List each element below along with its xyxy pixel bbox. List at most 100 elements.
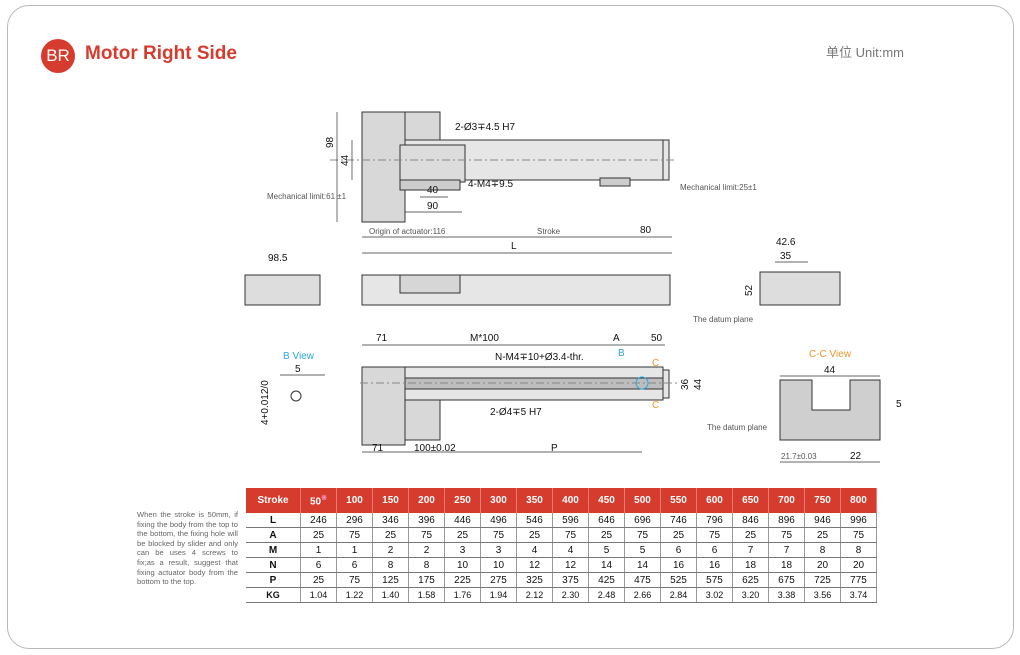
table-cell: 325 — [516, 572, 553, 588]
table-cell: 425 — [588, 572, 625, 588]
table-cell: 20 — [840, 557, 877, 573]
b-view-detail — [280, 374, 325, 402]
row-label: KG — [246, 587, 301, 603]
table-cell: 1.22 — [336, 587, 373, 603]
header-stroke-400: 400 — [552, 488, 589, 513]
header-stroke-350: 350 — [516, 488, 553, 513]
section-marker-c-top: C — [652, 358, 659, 369]
table-cell: 775 — [840, 572, 877, 588]
table-cell: 25 — [300, 572, 337, 588]
stroke-label: Stroke — [537, 227, 561, 236]
table-cell: 25 — [372, 527, 409, 543]
stroke-value: 400 — [562, 495, 579, 506]
dim-98: 98 — [325, 136, 336, 148]
table-cell: 3.38 — [768, 587, 805, 603]
table-cell: 1.58 — [408, 587, 445, 603]
table-cell: 10 — [444, 557, 481, 573]
table-cell: 746 — [660, 513, 697, 528]
stroke-value: 750 — [814, 495, 831, 506]
table-cell: 75 — [840, 527, 877, 543]
table-cell: 246 — [300, 513, 337, 528]
top-view — [330, 111, 675, 254]
page-card — [7, 5, 1014, 649]
table-cell: 2.48 — [588, 587, 625, 603]
header-stroke-450: 450 — [588, 488, 625, 513]
stroke-value: 700 — [778, 495, 795, 506]
table-cell: 225 — [444, 572, 481, 588]
table-cell: 25 — [444, 527, 481, 543]
table-cell: 475 — [624, 572, 661, 588]
stroke-value: 150 — [382, 495, 399, 506]
stroke-value: 50 — [310, 496, 322, 508]
table-cell: 1.94 — [480, 587, 517, 603]
table-cell: 2.30 — [552, 587, 589, 603]
table-cell: 10 — [480, 557, 517, 573]
pin-spec: 2-Ø4∓5 H7 — [490, 407, 542, 418]
row-label: P — [246, 572, 301, 588]
dim-42-6: 42.6 — [776, 237, 796, 248]
thread-spec-bottom: N-M4∓10+Ø3.4-thr. — [495, 352, 584, 363]
table-cell: 175 — [408, 572, 445, 588]
table-cell: 75 — [336, 572, 373, 588]
dim-m100: M*100 — [470, 333, 499, 344]
section-marker-c-bottom: C — [652, 400, 659, 411]
dim-L: L — [511, 241, 517, 252]
table-cell: 796 — [696, 513, 733, 528]
dim-52: 52 — [744, 284, 755, 296]
header-stroke-800: 800 — [840, 488, 877, 513]
table-cell: 16 — [696, 557, 733, 573]
table-cell: 4 — [516, 542, 553, 558]
table-cell: 6 — [660, 542, 697, 558]
table-cell: 446 — [444, 513, 481, 528]
table-cell: 8 — [372, 557, 409, 573]
mech-limit-left: Mechanical limit:61 ±1 — [267, 192, 347, 201]
table-cell: 75 — [768, 527, 805, 543]
dim-98-5: 98.5 — [268, 253, 288, 264]
stroke-value: 300 — [490, 495, 507, 506]
table-cell: 14 — [624, 557, 661, 573]
b-view-tolerance: 4+0.012/0 — [260, 380, 271, 425]
cc-dim-21-7: 21.7±0.03 — [781, 452, 817, 461]
table-cell: 8 — [408, 557, 445, 573]
dim-50: 50 — [651, 333, 663, 344]
table-cell: 646 — [588, 513, 625, 528]
page-title: Motor Right Side — [85, 43, 237, 64]
header-stroke: Stroke — [246, 488, 301, 513]
table-cell: 846 — [732, 513, 769, 528]
table-cell: 16 — [660, 557, 697, 573]
table-cell: 25 — [660, 527, 697, 543]
table-cell: 496 — [480, 513, 517, 528]
table-cell: 8 — [840, 542, 877, 558]
table-cell: 1.76 — [444, 587, 481, 603]
header-stroke-100: 100 — [336, 488, 373, 513]
table-cell: 12 — [552, 557, 589, 573]
table-cell: 525 — [660, 572, 697, 588]
table-cell: 625 — [732, 572, 769, 588]
stroke-value: 100 — [346, 495, 363, 506]
table-cell: 2 — [372, 542, 409, 558]
table-cell: 696 — [624, 513, 661, 528]
header-stroke-200: 200 — [408, 488, 445, 513]
series-badge: BR — [41, 39, 75, 73]
stroke-value: 800 — [850, 495, 867, 506]
table-cell: 275 — [480, 572, 517, 588]
table-cell: 1.40 — [372, 587, 409, 603]
table-cell: 18 — [732, 557, 769, 573]
table-cell: 3.56 — [804, 587, 841, 603]
dim-100: 100±0.02 — [414, 443, 456, 454]
row-label: N — [246, 557, 301, 573]
table-cell: 125 — [372, 572, 409, 588]
table-cell: 2 — [408, 542, 445, 558]
table-cell: 25 — [300, 527, 337, 543]
table-cell: 2.84 — [660, 587, 697, 603]
table-cell: 3.02 — [696, 587, 733, 603]
bottom-view — [360, 344, 680, 453]
cc-dim-5: 5 — [896, 399, 902, 410]
header-stroke-300: 300 — [480, 488, 517, 513]
